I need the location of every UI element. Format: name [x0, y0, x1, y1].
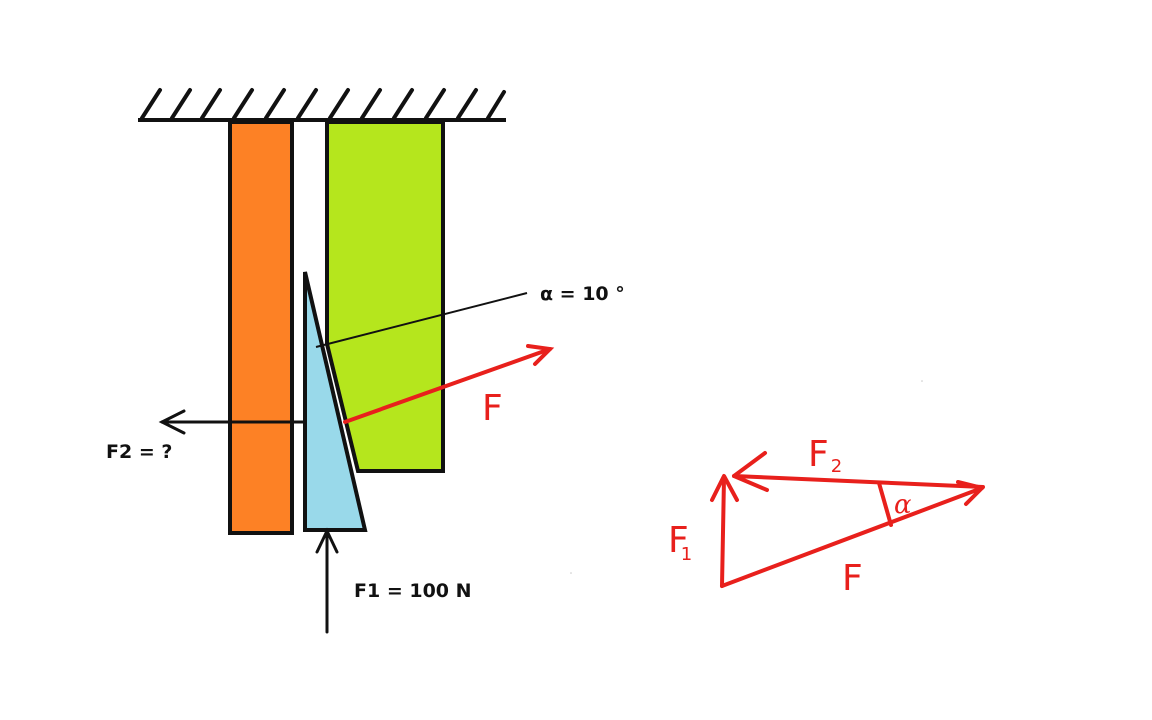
ceiling	[138, 88, 506, 122]
triangle-alpha-symbol: α	[894, 490, 912, 520]
force-f-label: F	[482, 388, 503, 429]
triangle-f-arrowhead	[956, 480, 984, 506]
f2-arrow	[158, 409, 307, 435]
left-block	[228, 120, 294, 535]
f1-arrow	[315, 527, 339, 634]
force-f-arrow	[343, 344, 555, 424]
sketch-specks	[570, 380, 923, 574]
triangle-f2-arrowhead	[732, 451, 769, 492]
triangle-f1-label: F1	[668, 520, 692, 565]
ceiling-hatching	[140, 88, 506, 120]
wedge	[303, 271, 368, 532]
triangle-f2-vector	[732, 474, 985, 489]
f2-label: F2 = ?	[106, 441, 172, 463]
triangle-f-label: F	[842, 558, 863, 599]
triangle-f-vector	[720, 486, 984, 588]
triangle-f2-sub: 2	[831, 456, 842, 477]
triangle-f2-main: F	[808, 434, 829, 475]
triangle-f1-arrowhead	[710, 474, 739, 502]
right-block	[325, 120, 445, 473]
triangle-f1-vector	[720, 476, 726, 588]
alpha-label: α = 10 °	[540, 283, 625, 305]
triangle-f1-sub: 1	[681, 544, 692, 565]
triangle-f1-main: F	[668, 520, 689, 561]
f1-label: F1 = 100 N	[354, 580, 472, 602]
triangle-angle-marker	[877, 481, 893, 527]
alpha-leader-line	[315, 292, 528, 348]
